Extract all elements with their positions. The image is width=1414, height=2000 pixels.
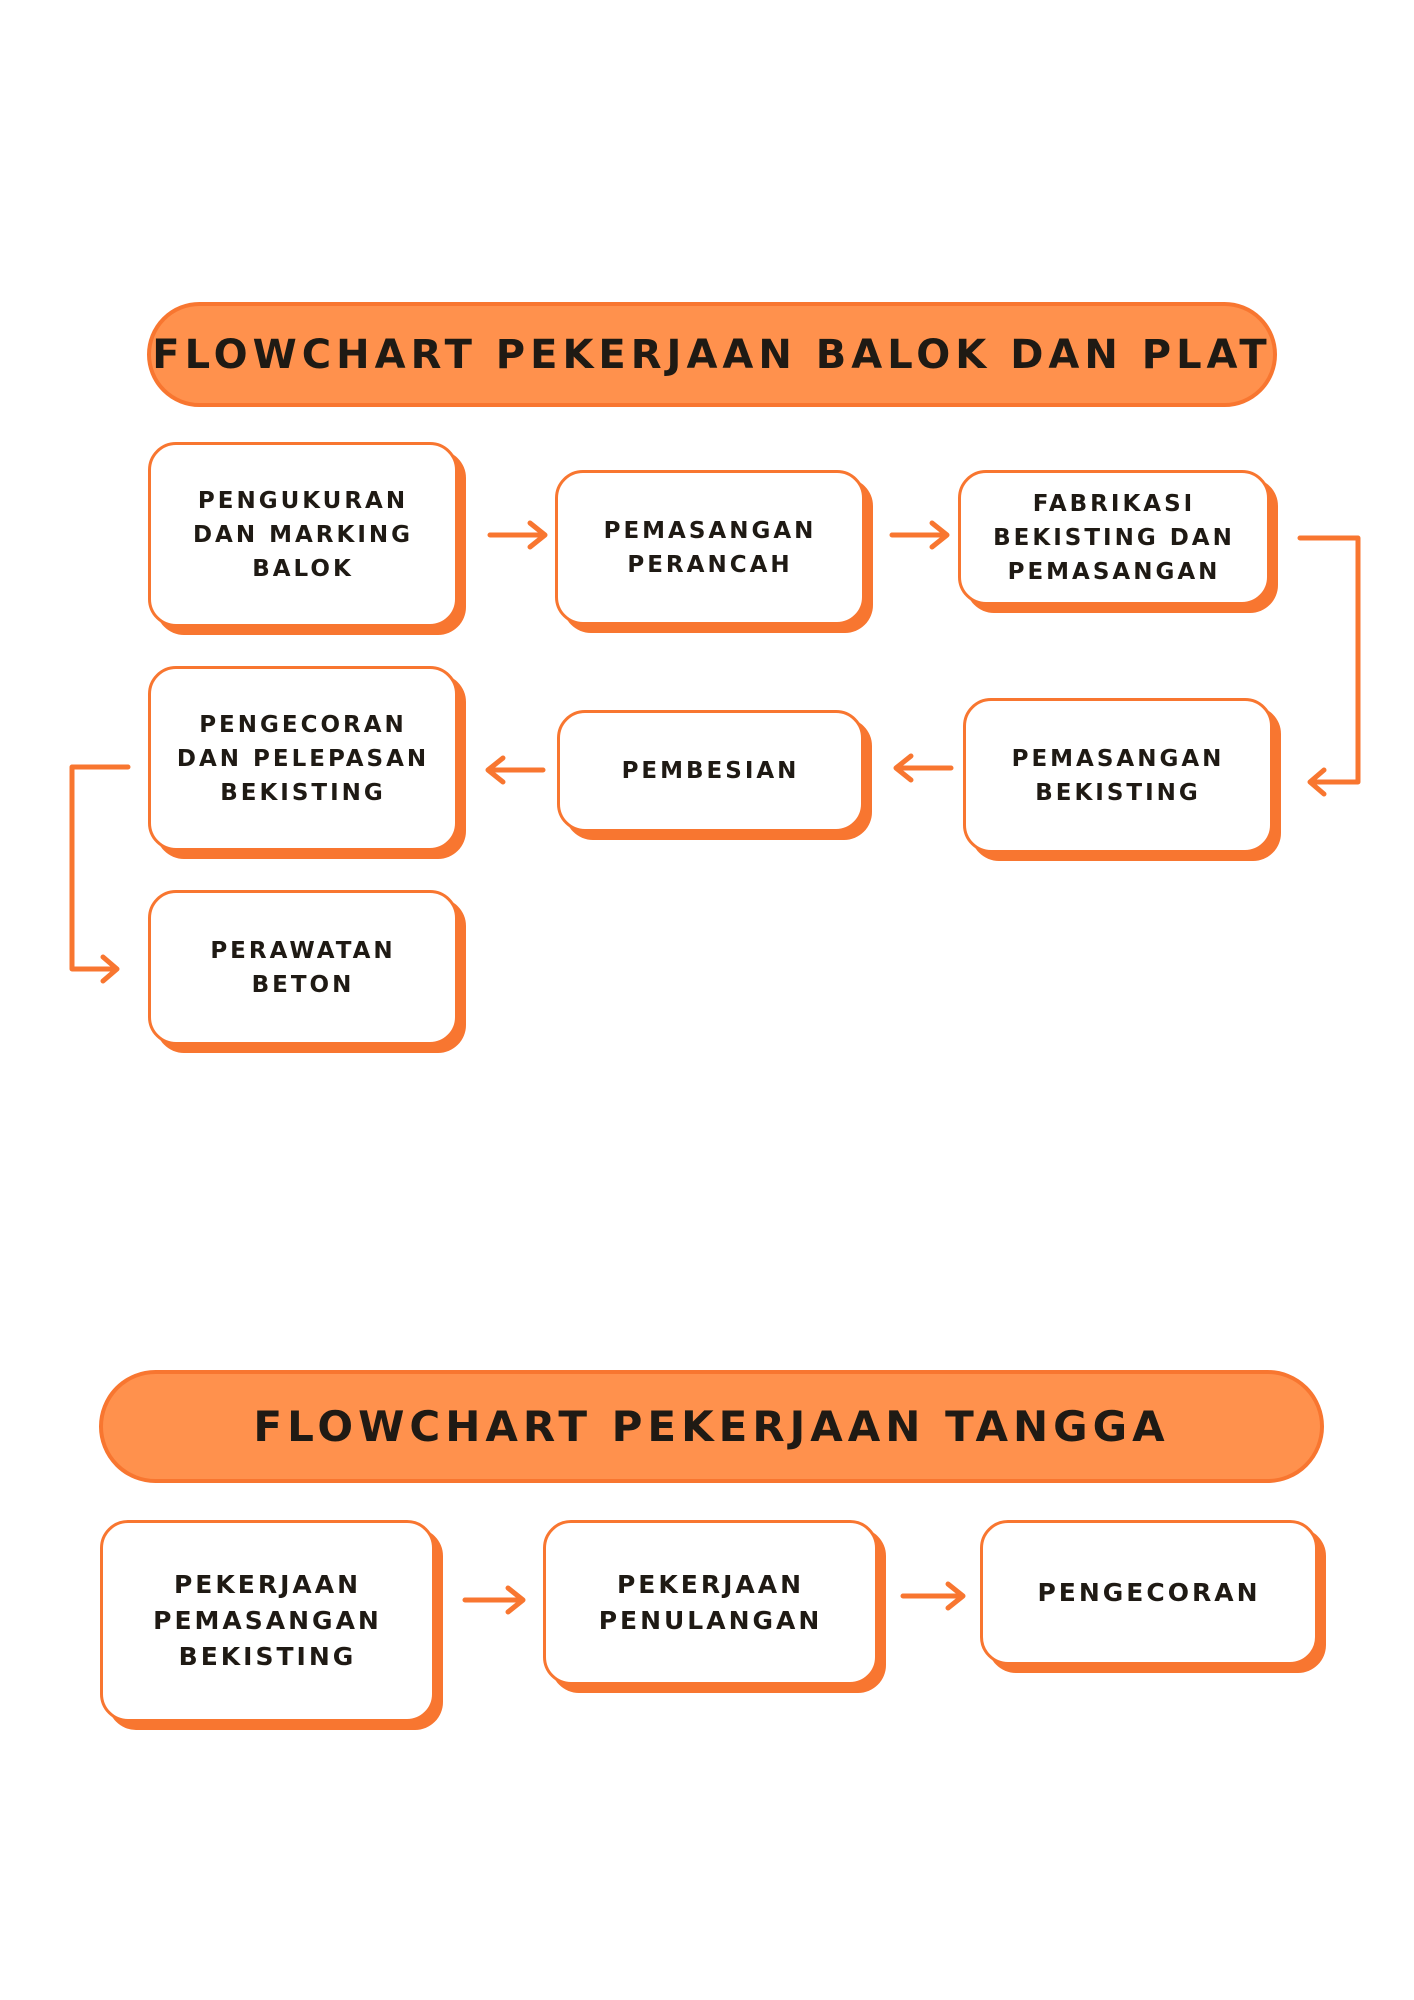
title-flowchart-balok-plat: FLOWCHART PEKERJAAN BALOK DAN PLAT — [147, 302, 1277, 407]
step-fabrikasi-bekisting: FABRIKASI BEKISTING DAN PEMASANGAN — [958, 470, 1278, 613]
step-pengecoran-pelepasan: PENGECORAN DAN PELEPASAN BEKISTING — [148, 666, 466, 859]
arrow-right-icon — [900, 1581, 966, 1611]
step-label: PEMASANGAN PERANCAH — [603, 517, 817, 578]
arrow-left-icon — [893, 753, 954, 783]
arrow-elbow-down-icon — [1297, 535, 1361, 797]
step-label: PEMBESIAN — [621, 758, 800, 784]
arrow-left-icon — [485, 755, 546, 785]
step-perawatan-beton: PERAWATAN BETON — [148, 890, 466, 1053]
arrow-right-icon — [462, 1585, 526, 1615]
step-label: FABRIKASI BEKISTING DAN PEMASANGAN — [993, 490, 1235, 585]
arrow-right-icon — [487, 520, 548, 550]
step-pekerjaan-penulangan: PEKERJAAN PENULANGAN — [543, 1520, 886, 1693]
step-label: PEKERJAAN PEMASANGAN BEKISTING — [153, 1570, 382, 1671]
arrow-elbow-down-icon — [69, 764, 131, 984]
step-label: PENGECORAN — [1037, 1577, 1261, 1607]
step-label: PEKERJAAN PENULANGAN — [598, 1569, 823, 1635]
step-label: PEMASANGAN BEKISTING — [1011, 745, 1225, 806]
step-label: PENGUKURAN DAN MARKING BALOK — [192, 487, 414, 582]
step-pemasangan-perancah: PEMASANGAN PERANCAH — [555, 470, 873, 633]
step-pembesian: PEMBESIAN — [557, 710, 872, 840]
arrow-right-icon — [889, 520, 950, 550]
step-pemasangan-bekisting: PEMASANGAN BEKISTING — [963, 698, 1281, 861]
step-pengukuran: PENGUKURAN DAN MARKING BALOK — [148, 442, 466, 635]
step-label: PENGECORAN DAN PELEPASAN BEKISTING — [176, 711, 430, 806]
step-pengecoran: PENGECORAN — [980, 1520, 1326, 1673]
step-label: PERAWATAN BETON — [210, 937, 396, 998]
title-flowchart-tangga: FLOWCHART PEKERJAAN TANGGA — [99, 1370, 1324, 1483]
step-pekerjaan-pemasangan-bekisting: PEKERJAAN PEMASANGAN BEKISTING — [100, 1520, 443, 1730]
